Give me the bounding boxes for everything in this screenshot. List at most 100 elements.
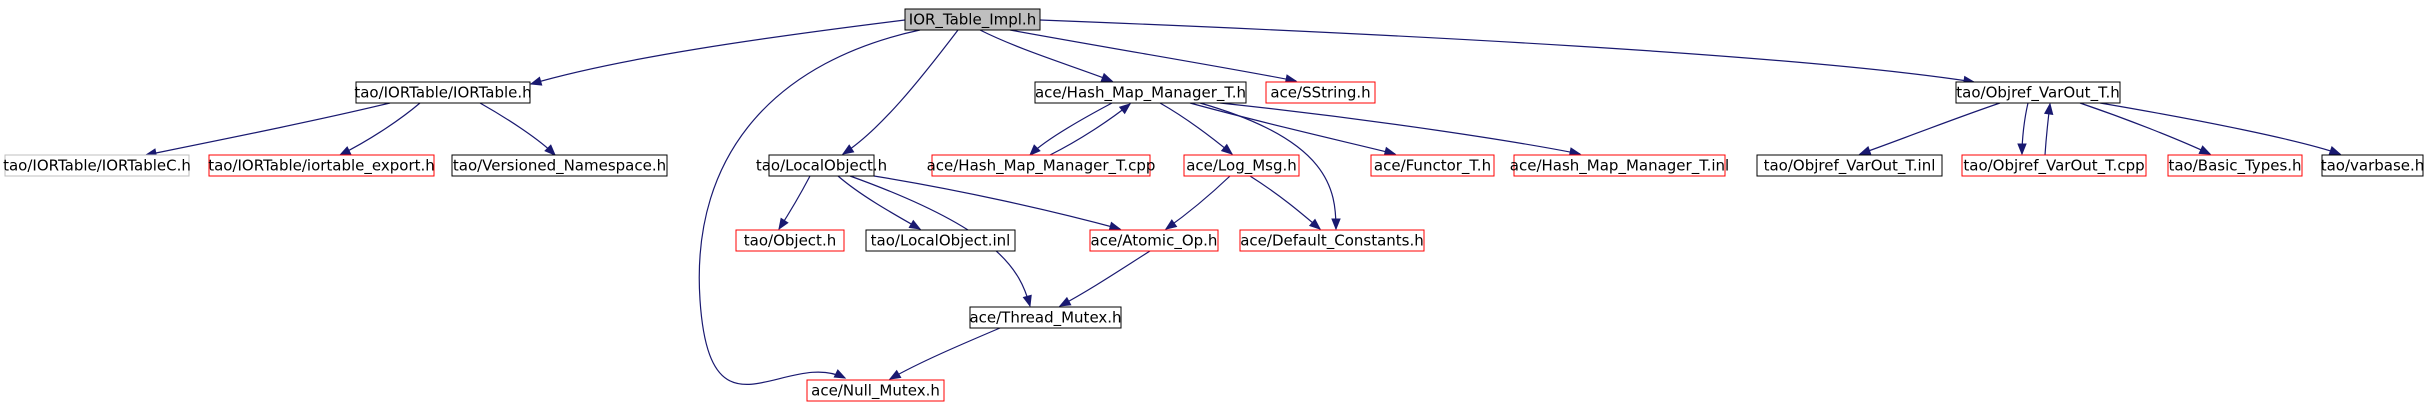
node-box bbox=[208, 154, 435, 177]
node-box bbox=[2321, 154, 2424, 177]
edge-hashmap_cpp-to-hashmap_h bbox=[1049, 103, 1132, 156]
node-localobject-inl[interactable]: tao/LocalObject.inl bbox=[865, 229, 1016, 252]
edge-hashmap_h-to-hashmap_inl bbox=[1219, 102, 1582, 157]
node-log-msg[interactable]: ace/Log_Msg.h bbox=[1183, 154, 1300, 177]
edge-root-to-iortable bbox=[529, 19, 906, 86]
node-objref-cpp[interactable]: tao/Objref_VarOut_T.cpp bbox=[1961, 154, 2147, 177]
edge-line bbox=[1189, 102, 1396, 155]
node-label: ace/Log_Msg.h bbox=[1186, 157, 1297, 176]
node-box bbox=[735, 229, 845, 252]
node-localobject-h[interactable]: tao/LocalObject.h bbox=[756, 154, 887, 177]
node-iortable-export[interactable]: tao/IORTable/iortable_export.h bbox=[208, 154, 435, 177]
arrowhead bbox=[1858, 146, 1872, 156]
node-functor[interactable]: ace/Functor_T.h bbox=[1370, 154, 1495, 177]
arrowhead bbox=[1331, 218, 1341, 231]
node-sstring[interactable]: ace/SString.h bbox=[1265, 81, 1376, 104]
node-label: ace/Hash_Map_Manager_T.h bbox=[1035, 84, 1246, 103]
node-null-mutex[interactable]: ace/Null_Mutex.h bbox=[806, 379, 945, 402]
node-box bbox=[2167, 154, 2303, 177]
node-box bbox=[1265, 81, 1376, 104]
edge-line bbox=[837, 175, 921, 230]
node-label: ace/Null_Mutex.h bbox=[811, 382, 940, 401]
node-varbase[interactable]: tao/varbase.h bbox=[2321, 154, 2425, 177]
node-box bbox=[806, 379, 945, 402]
arrowhead bbox=[1220, 143, 1234, 155]
node-atomic-op[interactable]: ace/Atomic_Op.h bbox=[1089, 229, 1219, 252]
edge-line bbox=[2079, 102, 2211, 155]
edge-line bbox=[979, 29, 1113, 82]
arrowhead bbox=[908, 219, 922, 230]
edge-root-to-hashmap_h bbox=[979, 29, 1114, 82]
node-thread-mutex[interactable]: ace/Thread_Mutex.h bbox=[969, 306, 1122, 329]
node-box bbox=[1183, 154, 1300, 177]
edge-line bbox=[873, 175, 1121, 230]
node-versioned-ns[interactable]: tao/Versioned_Namespace.h bbox=[451, 154, 668, 177]
node-label: tao/Versioned_Namespace.h bbox=[453, 157, 666, 176]
arrowhead bbox=[2017, 143, 2027, 156]
edge-localobject_h-to-object_h bbox=[778, 175, 811, 231]
edge-line bbox=[1049, 103, 1131, 156]
arrowhead bbox=[833, 369, 847, 379]
node-label: ace/Default_Constants.h bbox=[1240, 232, 1424, 251]
node-box bbox=[4, 154, 190, 177]
edge-root-to-null_mutex bbox=[698, 29, 921, 385]
node-hashmap-inl[interactable]: ace/Hash_Map_Manager_T.inl bbox=[1510, 154, 1729, 177]
node-object-h[interactable]: tao/Object.h bbox=[735, 229, 845, 252]
node-default-constants[interactable]: ace/Default_Constants.h bbox=[1239, 229, 1425, 252]
edge-localobject_h-to-localobject_inl bbox=[837, 175, 922, 230]
node-box bbox=[931, 154, 1151, 177]
node-label: IOR_Table_Impl.h bbox=[909, 11, 1036, 30]
node-box bbox=[355, 81, 531, 104]
node-hashmap-cpp[interactable]: ace/Hash_Map_Manager_T.cpp bbox=[927, 154, 1156, 177]
node-label: tao/Basic_Types.h bbox=[2168, 157, 2301, 176]
arrowhead bbox=[1058, 296, 1072, 307]
node-objref-inl[interactable]: tao/Objref_VarOut_T.inl bbox=[1756, 154, 1943, 177]
node-label: ace/Hash_Map_Manager_T.inl bbox=[1510, 157, 1729, 176]
arrowhead bbox=[2044, 102, 2054, 115]
node-label: tao/varbase.h bbox=[2321, 157, 2425, 175]
arrowhead bbox=[529, 76, 543, 86]
node-label: tao/IORTable/iortable_export.h bbox=[208, 157, 435, 176]
edge-hashmap_h-to-hashmap_cpp bbox=[1029, 102, 1113, 156]
edge-iortable-to-versioned_ns bbox=[479, 102, 556, 156]
node-box bbox=[768, 154, 875, 177]
edge-thread_mutex-to-null_mutex bbox=[888, 327, 1001, 380]
edge-line bbox=[1009, 29, 1297, 82]
edge-line bbox=[1199, 102, 1337, 230]
edges-layer bbox=[144, 19, 2342, 385]
node-iortable[interactable]: tao/IORTable/IORTable.h bbox=[354, 81, 532, 104]
edge-line bbox=[1859, 102, 2001, 155]
arrowhead bbox=[544, 144, 556, 156]
arrowhead bbox=[1108, 221, 1122, 231]
arrowhead bbox=[338, 146, 352, 156]
node-label: tao/LocalObject.h bbox=[756, 157, 887, 175]
edge-line bbox=[2099, 102, 2341, 155]
node-basic-types[interactable]: tao/Basic_Types.h bbox=[2167, 154, 2303, 177]
node-box bbox=[1239, 229, 1425, 252]
node-box bbox=[1961, 154, 2147, 177]
arrowhead bbox=[1308, 218, 1322, 230]
edge-root-to-localobject_h bbox=[841, 29, 959, 155]
node-hashmap-h[interactable]: ace/Hash_Map_Manager_T.h bbox=[1034, 81, 1247, 104]
edge-objref_h-to-basic_types bbox=[2079, 102, 2212, 155]
node-box bbox=[1955, 81, 2121, 104]
node-label: ace/Hash_Map_Manager_T.cpp bbox=[927, 157, 1156, 176]
node-box bbox=[1089, 229, 1219, 252]
edge-line bbox=[339, 102, 421, 156]
arrowhead bbox=[1022, 294, 1032, 308]
node-label: tao/IORTable/IORTable.h bbox=[354, 84, 531, 102]
node-label: ace/SString.h bbox=[1270, 84, 1370, 102]
node-objref-h[interactable]: tao/Objref_VarOut_T.h bbox=[1955, 81, 2121, 104]
node-iortablec[interactable]: tao/IORTable/IORTableC.h bbox=[3, 154, 191, 177]
node-label: ace/Atomic_Op.h bbox=[1091, 232, 1218, 251]
arrowhead bbox=[1383, 146, 1397, 156]
edge-line bbox=[1165, 175, 1231, 230]
arrowhead bbox=[778, 217, 789, 231]
edge-line bbox=[530, 19, 906, 85]
edge-line bbox=[1039, 19, 1975, 83]
arrowhead bbox=[1118, 103, 1132, 115]
node-label: tao/IORTable/IORTableC.h bbox=[3, 157, 191, 175]
node-label: tao/Object.h bbox=[744, 232, 836, 250]
edge-line bbox=[1219, 102, 1581, 155]
